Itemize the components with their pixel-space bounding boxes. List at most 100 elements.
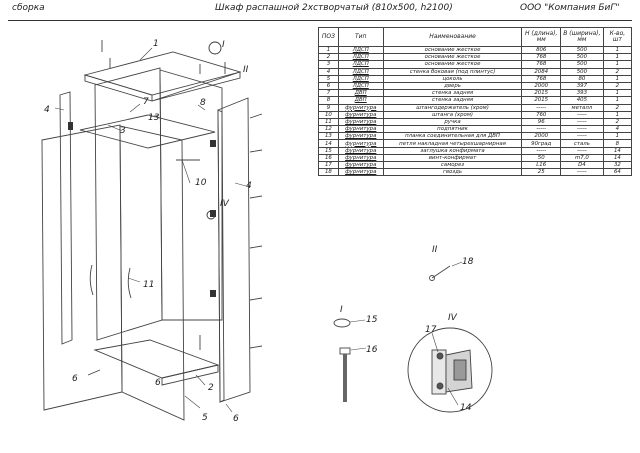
cell-type: ЛДСП <box>337 74 384 83</box>
header-section-label: сборка <box>12 3 45 13</box>
cell-name: цоколь <box>382 74 523 83</box>
cell-width: 393 <box>560 89 604 98</box>
cell-qty: 8 <box>602 139 633 148</box>
hinge-3 <box>210 290 216 297</box>
parts-table: ПОЗ Тип Наименование Н (длина), мм В (ши… <box>318 27 633 177</box>
cell-length: L16 <box>521 160 562 170</box>
header-company: ООО "Компания БиГ" <box>520 3 620 13</box>
cell-type: ЛДСП <box>337 81 384 91</box>
callout-6-mid: 6 <box>155 378 161 388</box>
cell-width: 500 <box>560 60 604 69</box>
callout-roman-ii: II <box>243 65 249 75</box>
cell-width: ----- <box>560 125 604 134</box>
cell-type: ЛДСП <box>337 60 384 69</box>
back-panel-8 <box>159 69 223 321</box>
header-title: Шкаф распашной 2хстворчатый (810x500, h2… <box>215 3 453 13</box>
callout-5: 5 <box>202 413 208 423</box>
cell-qty: 1 <box>602 60 633 69</box>
cell-length: 2084 <box>521 67 562 76</box>
hinge-1 <box>210 140 216 147</box>
callout-10: 10 <box>195 178 207 188</box>
cell-length: 2015 <box>521 89 562 98</box>
detail-ii-label: II <box>432 245 438 255</box>
cell-name: основание жесткое <box>382 45 523 55</box>
callout-3: 3 <box>120 126 126 136</box>
cell-length: 760 <box>521 110 562 119</box>
cell-name: саморез <box>382 160 523 170</box>
cell-length: 806 <box>521 45 562 55</box>
cell-qty: 4 <box>602 125 633 134</box>
col-qty: К-во, шт <box>602 27 633 47</box>
cell-width: металл <box>560 103 604 112</box>
cell-pos: 13 <box>318 132 339 141</box>
cell-width: ----- <box>560 110 604 119</box>
cell-name: планка соединительная для ДВП <box>382 132 523 141</box>
cell-qty: 1 <box>602 89 633 98</box>
detail-circle-i <box>208 41 222 55</box>
cell-qty: 1 <box>602 110 633 119</box>
callout-13: 13 <box>148 113 160 123</box>
cell-pos: 7 <box>318 89 339 98</box>
cell-name: стенка задняя <box>382 89 523 98</box>
cell-qty: 2 <box>602 117 633 127</box>
callout-18: 18 <box>462 257 474 267</box>
cell-type: фурнитура <box>337 110 384 119</box>
cell-name: гвоздь <box>382 168 523 177</box>
cell-length: 2015 <box>521 96 562 105</box>
cell-type: фурнитура <box>337 103 384 112</box>
door-left <box>41 124 123 411</box>
cell-type: фурнитура <box>337 117 384 127</box>
cell-name: дверь <box>382 81 523 91</box>
cell-pos: 12 <box>318 125 339 134</box>
callout-8: 8 <box>200 98 206 108</box>
callout-4-left: 4 <box>44 105 50 115</box>
cell-qty: 1 <box>602 132 633 141</box>
detail-iv-circle <box>407 327 493 413</box>
callout-1: 1 <box>153 39 159 49</box>
hinge-cup <box>453 359 467 381</box>
callout-6-right: 6 <box>233 414 239 424</box>
cell-width: 500 <box>560 53 604 62</box>
cell-length: 2000 <box>521 81 562 91</box>
cell-name: подпятник <box>382 125 523 134</box>
cell-pos: 14 <box>318 139 339 148</box>
parts-table-header: ПОЗ Тип Наименование Н (длина), мм В (ши… <box>318 27 633 47</box>
cell-qty: 2 <box>602 81 633 91</box>
col-name: Наименование <box>382 27 523 47</box>
cell-length: 768 <box>521 60 562 69</box>
cell-length: 50 <box>521 153 562 163</box>
cell-length: 768 <box>521 53 562 62</box>
cell-width: 80 <box>560 74 604 83</box>
cell-pos: 3 <box>318 60 339 69</box>
callout-11: 11 <box>143 280 154 290</box>
cell-name: ручка <box>382 117 523 127</box>
cell-pos: 15 <box>318 146 339 155</box>
callout-15: 15 <box>366 315 378 325</box>
back-panel-7 <box>94 67 163 341</box>
cell-width: m7,0 <box>560 153 604 163</box>
cell-type: ДВП <box>337 96 384 105</box>
cell-qty: 64 <box>602 168 633 177</box>
cell-qty: 14 <box>602 153 633 163</box>
col-length: Н (длина), мм <box>521 27 562 47</box>
callout-roman-i: I <box>222 40 225 50</box>
cell-name: основание жесткое <box>382 60 523 69</box>
col-width: В (ширина), мм <box>560 27 604 47</box>
detail-circle-iv <box>206 210 216 220</box>
cell-length: ----- <box>521 103 562 112</box>
callout-17: 17 <box>425 325 437 335</box>
cell-length: 2000 <box>521 132 562 141</box>
